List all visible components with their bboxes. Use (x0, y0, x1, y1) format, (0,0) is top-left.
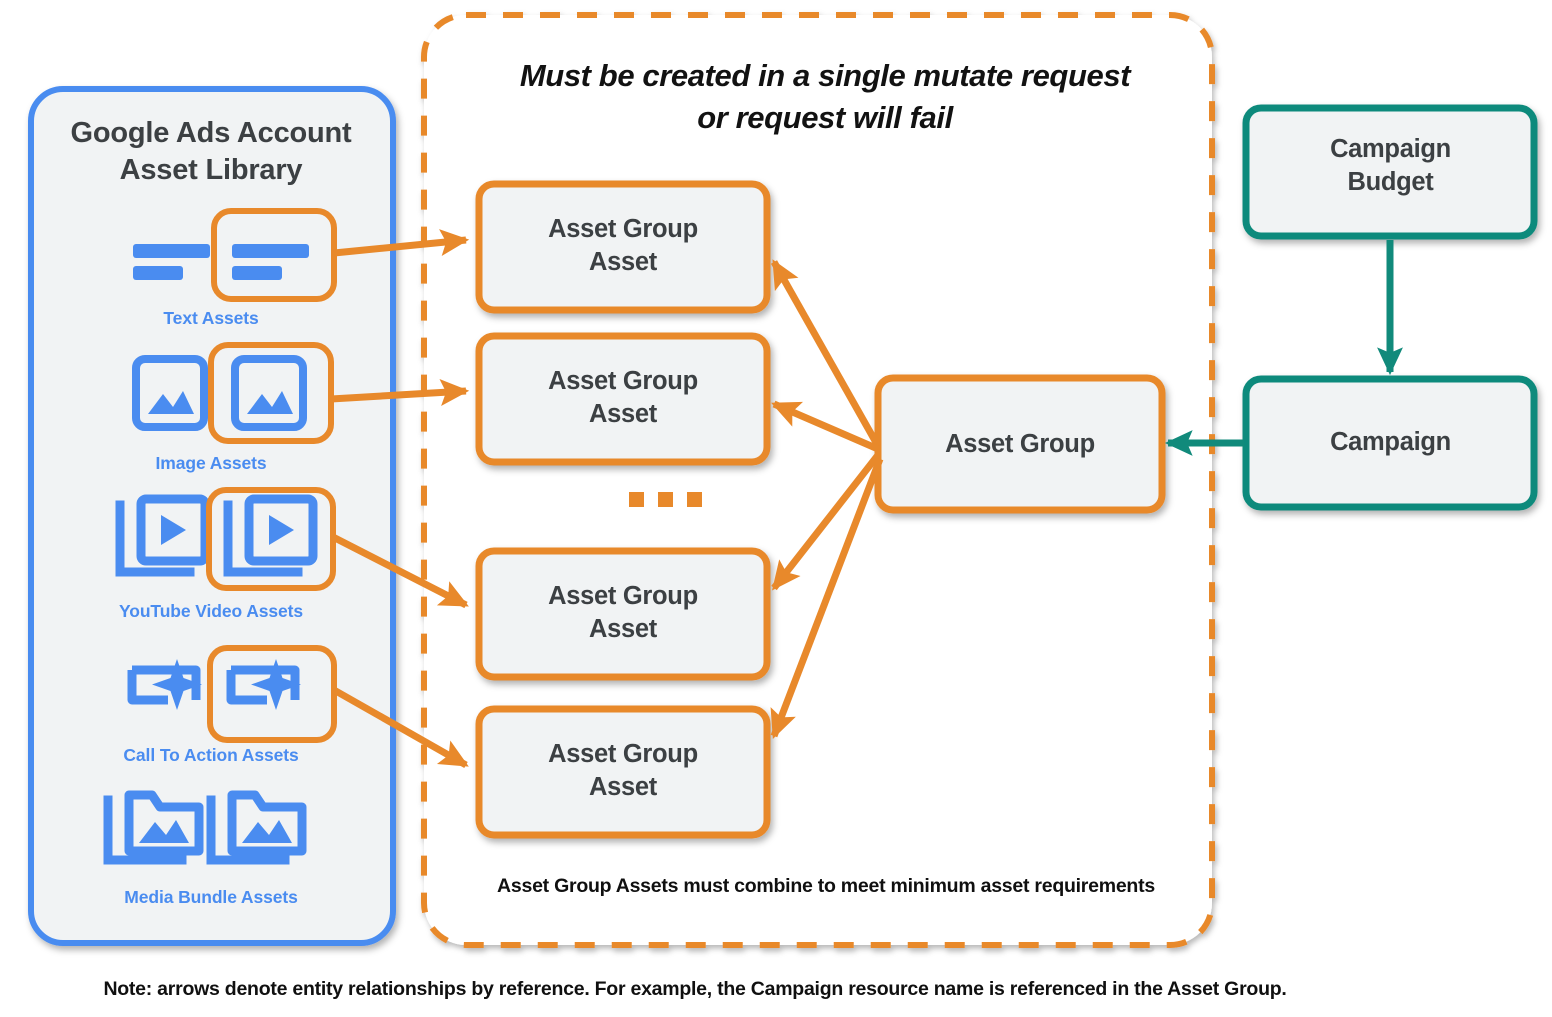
arrow-image-to-asset (330, 379, 470, 407)
caption-call-to-action-assets: Call To Action Assets (123, 745, 299, 765)
aga-4-line2: Asset (589, 773, 657, 802)
library-title-line2: Asset Library (119, 153, 303, 186)
text-lines-icon-highlighted (211, 208, 337, 302)
media-bundle-folder-icon-2 (206, 790, 307, 865)
mutate-banner-line2: or request will fail (697, 99, 953, 135)
video-stack-icon (115, 494, 210, 577)
text-lines-icon (133, 244, 210, 280)
aga-3-line1: Asset Group (548, 582, 698, 610)
image-icon-highlighted (208, 342, 334, 444)
image-icon (132, 355, 208, 431)
ellipsis-indicator (629, 492, 702, 507)
campaign-budget-label: Campaign Budget (1248, 133, 1533, 199)
footer-note: Note: arrows denote entity relationships… (103, 978, 1287, 1000)
page-title: Google Ads Account Asset Library (30, 115, 392, 188)
mutate-banner-line1: Must be created in a single mutate reque… (519, 58, 1131, 93)
asset-group-asset-box-1[interactable] (475, 180, 771, 314)
minimum-asset-requirements-note: Asset Group Assets must combine to meet … (497, 875, 1155, 897)
arrow-cta-to-asset (332, 686, 469, 769)
aga-1-line1: Asset Group (548, 215, 698, 243)
arrow-assetgroup-to-asset-4 (770, 457, 884, 740)
aga-3-line2: Asset (589, 615, 657, 644)
arrow-video-to-asset (331, 533, 469, 609)
caption-media-bundle-assets: Media Bundle Assets (124, 887, 298, 907)
mutate-banner: Must be created in a single mutate reque… (440, 55, 1210, 138)
asset-group-label: Asset Group (945, 430, 1095, 458)
library-title-line1: Google Ads Account (70, 117, 352, 149)
aga-2-line2: Asset (589, 400, 657, 429)
aga-1-line2: Asset (589, 248, 657, 277)
media-bundle-folder-icon (103, 790, 204, 865)
asset-group-asset-label-3: Asset Group Asset (478, 580, 768, 646)
campaign-budget-box[interactable] (1242, 104, 1538, 240)
campaign-budget-line2: Budget (1347, 168, 1434, 197)
asset-group-asset-label-1: Asset Group Asset (478, 213, 768, 279)
caption-text-assets: Text Assets (163, 308, 259, 328)
caption-image-assets: Image Assets (155, 453, 267, 473)
caption-youtube-video-assets: YouTube Video Assets (118, 601, 304, 621)
campaign-label: Campaign (1330, 428, 1451, 456)
aga-4-line1: Asset Group (548, 740, 698, 768)
call-to-action-sparkle-icon (127, 659, 202, 710)
arrow-assetgroup-to-asset-2 (771, 400, 880, 453)
aga-2-line1: Asset Group (548, 367, 698, 395)
campaign-budget-line1: Campaign (1330, 135, 1451, 163)
arrow-text-to-asset (333, 229, 470, 257)
asset-group-asset-label-4: Asset Group Asset (478, 738, 768, 804)
campaign-box[interactable] (1242, 375, 1538, 511)
asset-group-asset-box-4[interactable] (475, 705, 771, 839)
arrow-assetgroup-to-asset-3 (771, 452, 881, 591)
asset-group-asset-box-3[interactable] (475, 547, 771, 681)
asset-group-asset-box-2[interactable] (475, 332, 771, 466)
asset-group-asset-label-2: Asset Group Asset (478, 365, 768, 431)
arrow-assetgroup-to-asset-1 (770, 259, 882, 448)
